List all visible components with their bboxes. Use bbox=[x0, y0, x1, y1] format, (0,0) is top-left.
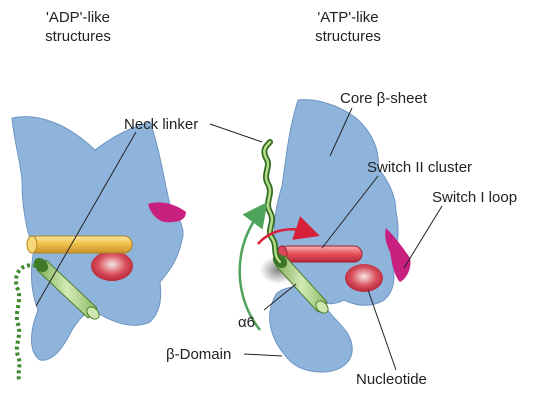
neck-linker-docking-arrow bbox=[240, 212, 260, 330]
leader-neck-linker-right bbox=[210, 124, 262, 142]
left-yellow-helix bbox=[27, 236, 132, 253]
label-switch-i-loop: Switch I loop bbox=[432, 189, 517, 207]
label-switch-ii-cluster: Switch II cluster bbox=[367, 159, 472, 177]
label-alpha6: α6 bbox=[238, 314, 255, 332]
right-nucleotide bbox=[345, 264, 383, 292]
label-core-beta-sheet: Core β-sheet bbox=[340, 90, 427, 108]
label-beta-domain: β-Domain bbox=[166, 346, 231, 364]
leader-beta-domain bbox=[244, 354, 282, 356]
label-nucleotide: Nucleotide bbox=[356, 371, 427, 389]
leader-nucleotide bbox=[368, 290, 396, 370]
right-switch-ii-helix bbox=[277, 246, 362, 262]
left-switch-ii-cluster bbox=[91, 251, 133, 281]
atp-like-structure bbox=[240, 100, 411, 372]
adp-like-structure bbox=[12, 117, 186, 382]
label-neck-linker: Neck linker bbox=[124, 116, 198, 134]
leader-switch-i-loop bbox=[404, 206, 442, 268]
